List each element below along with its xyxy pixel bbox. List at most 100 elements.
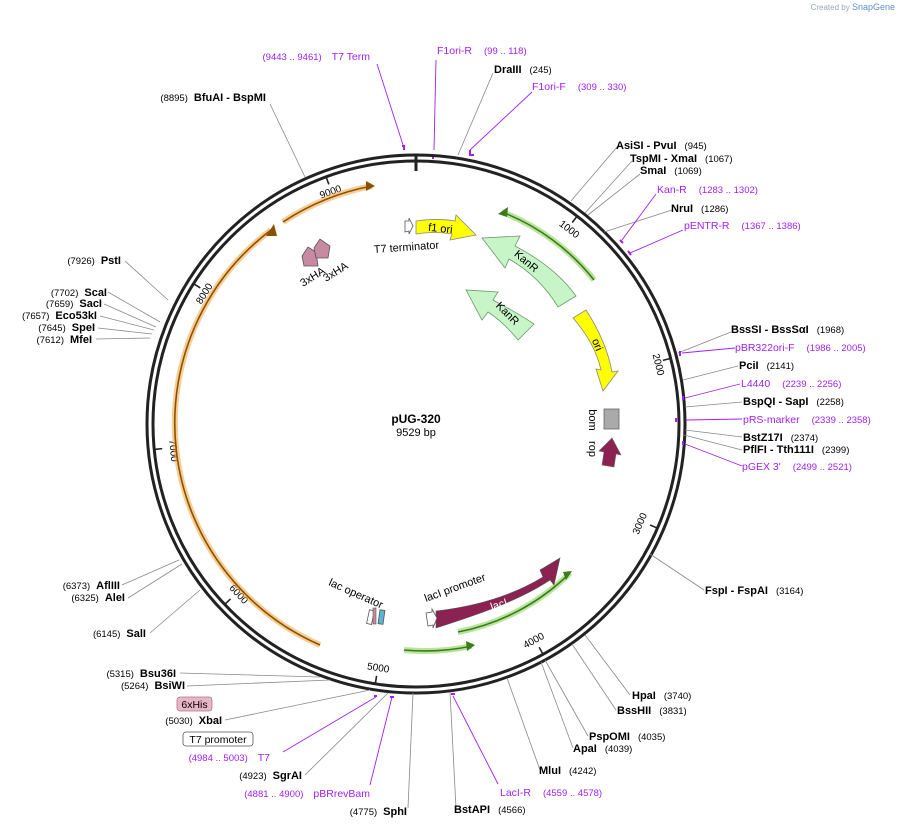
enzyme-position: (7645) [38,323,65,334]
green-arc-bottom-right-head [563,571,572,580]
primer-position: (2499 .. 2521) [793,462,852,473]
his-tag-label: 6xHis [181,699,207,711]
t7-promoter-box [377,609,386,625]
primer-label: L4440 [741,378,770,390]
primer-position: (99 .. 118) [484,46,527,57]
enzyme-position: (7659) [46,299,73,310]
primer-label: Kan-R [657,184,687,196]
orange-arc-large [171,227,322,648]
enzyme-position: (2399) [822,445,849,456]
enzyme-label: SphI [383,806,407,818]
enzyme-position: (4923) [239,771,266,782]
enzyme-position: (5030) [165,716,192,727]
tick-label: 4000 [522,631,547,652]
enzyme-label: SacI [79,298,102,310]
enzyme-position: (6373) [63,581,90,592]
enzyme-label: MluI [539,765,561,777]
f1-ori-arrow [415,214,477,241]
orange-arc-large-head [266,224,277,236]
ha-arrow-2 [313,238,331,259]
green-arc-top-head [498,207,508,217]
primer-position: (4984 .. 5003) [189,753,248,764]
primer-position: (1283 .. 1302) [699,185,758,196]
snapgene-credit: Created by SnapGene [811,2,895,12]
plasmid-length: 9529 bp [396,427,436,439]
tick-label: 3000 [631,511,650,536]
t7-promoter-label: T7 promoter [189,734,247,746]
green-arc-bottom-head [466,641,475,651]
tick-label: 1000 [557,219,582,242]
primer-marks [374,145,684,698]
laci-label: lacI [489,597,509,614]
enzyme-position: (4242) [569,766,596,777]
enzyme-label: SgrAI [273,770,302,782]
enzyme-position: (7702) [51,288,78,299]
enzyme-label: Eco53kI [55,310,97,322]
primer-position: (309 .. 330) [578,82,627,93]
primer-position: (4559 .. 4578) [543,788,602,799]
primer-label: pGEX 3' [742,461,781,473]
rop-arrow [598,437,622,468]
enzyme-label: SalI [126,628,146,640]
primer-label: F1ori-R [437,45,472,57]
enzyme-position: (4566) [498,805,525,816]
orange-arc-top-head [366,181,375,191]
enzyme-label: ScaI [84,287,107,299]
enzyme-position: (6145) [93,629,120,640]
bom-box [603,408,620,430]
primer-label: pRS-marker [743,414,800,426]
enzyme-label: PstI [101,255,121,267]
kanr-arrow-inner [465,289,535,341]
primer-label: pENTR-R [684,220,730,232]
tick-mark [374,675,378,684]
enzyme-label: BssHII [617,705,651,717]
plasmid-name: pUG-320 [391,412,441,426]
enzyme-position: (7612) [37,335,64,346]
enzyme-label: FspI - FspAI [705,585,768,597]
enzyme-label: MfeI [70,334,92,346]
enzyme-label: ApaI [573,743,597,755]
primer-leader-lines [282,59,743,786]
tick-label: 2000 [650,353,666,378]
kanr-arrow-outer [481,235,577,308]
primer-position: (1986 .. 2005) [807,343,866,354]
primer-label: F1ori-F [532,81,566,93]
tick-mark [325,176,330,185]
enzyme-position: (1069) [674,166,701,177]
enzyme-label: TspMI - XmaI [630,153,697,165]
enzyme-label: PflFI - Tth111I [743,444,814,456]
enzyme-position: (7926) [67,256,94,267]
enzyme-position: (4035) [638,732,665,743]
credit-prefix: Created by [810,3,850,12]
enzyme-label: DraIII [494,64,522,76]
primer-position: (1367 .. 1386) [742,221,801,232]
enzyme-position: (2141) [767,361,794,372]
lac-operator-label: lac operator [327,577,385,612]
enzyme-label: NruI [671,203,693,215]
leader-lines [95,72,743,809]
enzyme-label: PspOMI [589,731,630,743]
enzyme-position: (7657) [22,311,49,322]
enzyme-label: BstAPI [454,804,490,816]
enzyme-position: (8895) [160,93,187,104]
enzyme-label: BstZ17I [743,432,783,444]
enzyme-position: (4775) [350,807,377,818]
laci-promoter-label: lacI promoter [423,571,488,604]
enzyme-position: (3831) [659,706,686,717]
enzyme-position: (2258) [816,397,843,408]
tick-mark [224,598,232,606]
tick-mark [649,524,658,529]
enzyme-label: BssSI - BssSαI [731,324,809,336]
tick-mark [662,357,671,362]
enzyme-position: (6325) [71,593,98,604]
enzyme-position: (945) [685,141,707,152]
primer-label: T7 [258,752,270,764]
enzyme-position: (1968) [817,325,844,336]
primer-position: (2239 .. 2256) [782,379,841,390]
primer-position: (2339 .. 2358) [812,415,871,426]
credit-brand: SnapGene [851,2,895,12]
enzyme-label: BsiWI [154,680,185,692]
enzyme-label: Bsu36I [140,668,176,680]
primer-label: T7 Term [332,51,371,63]
